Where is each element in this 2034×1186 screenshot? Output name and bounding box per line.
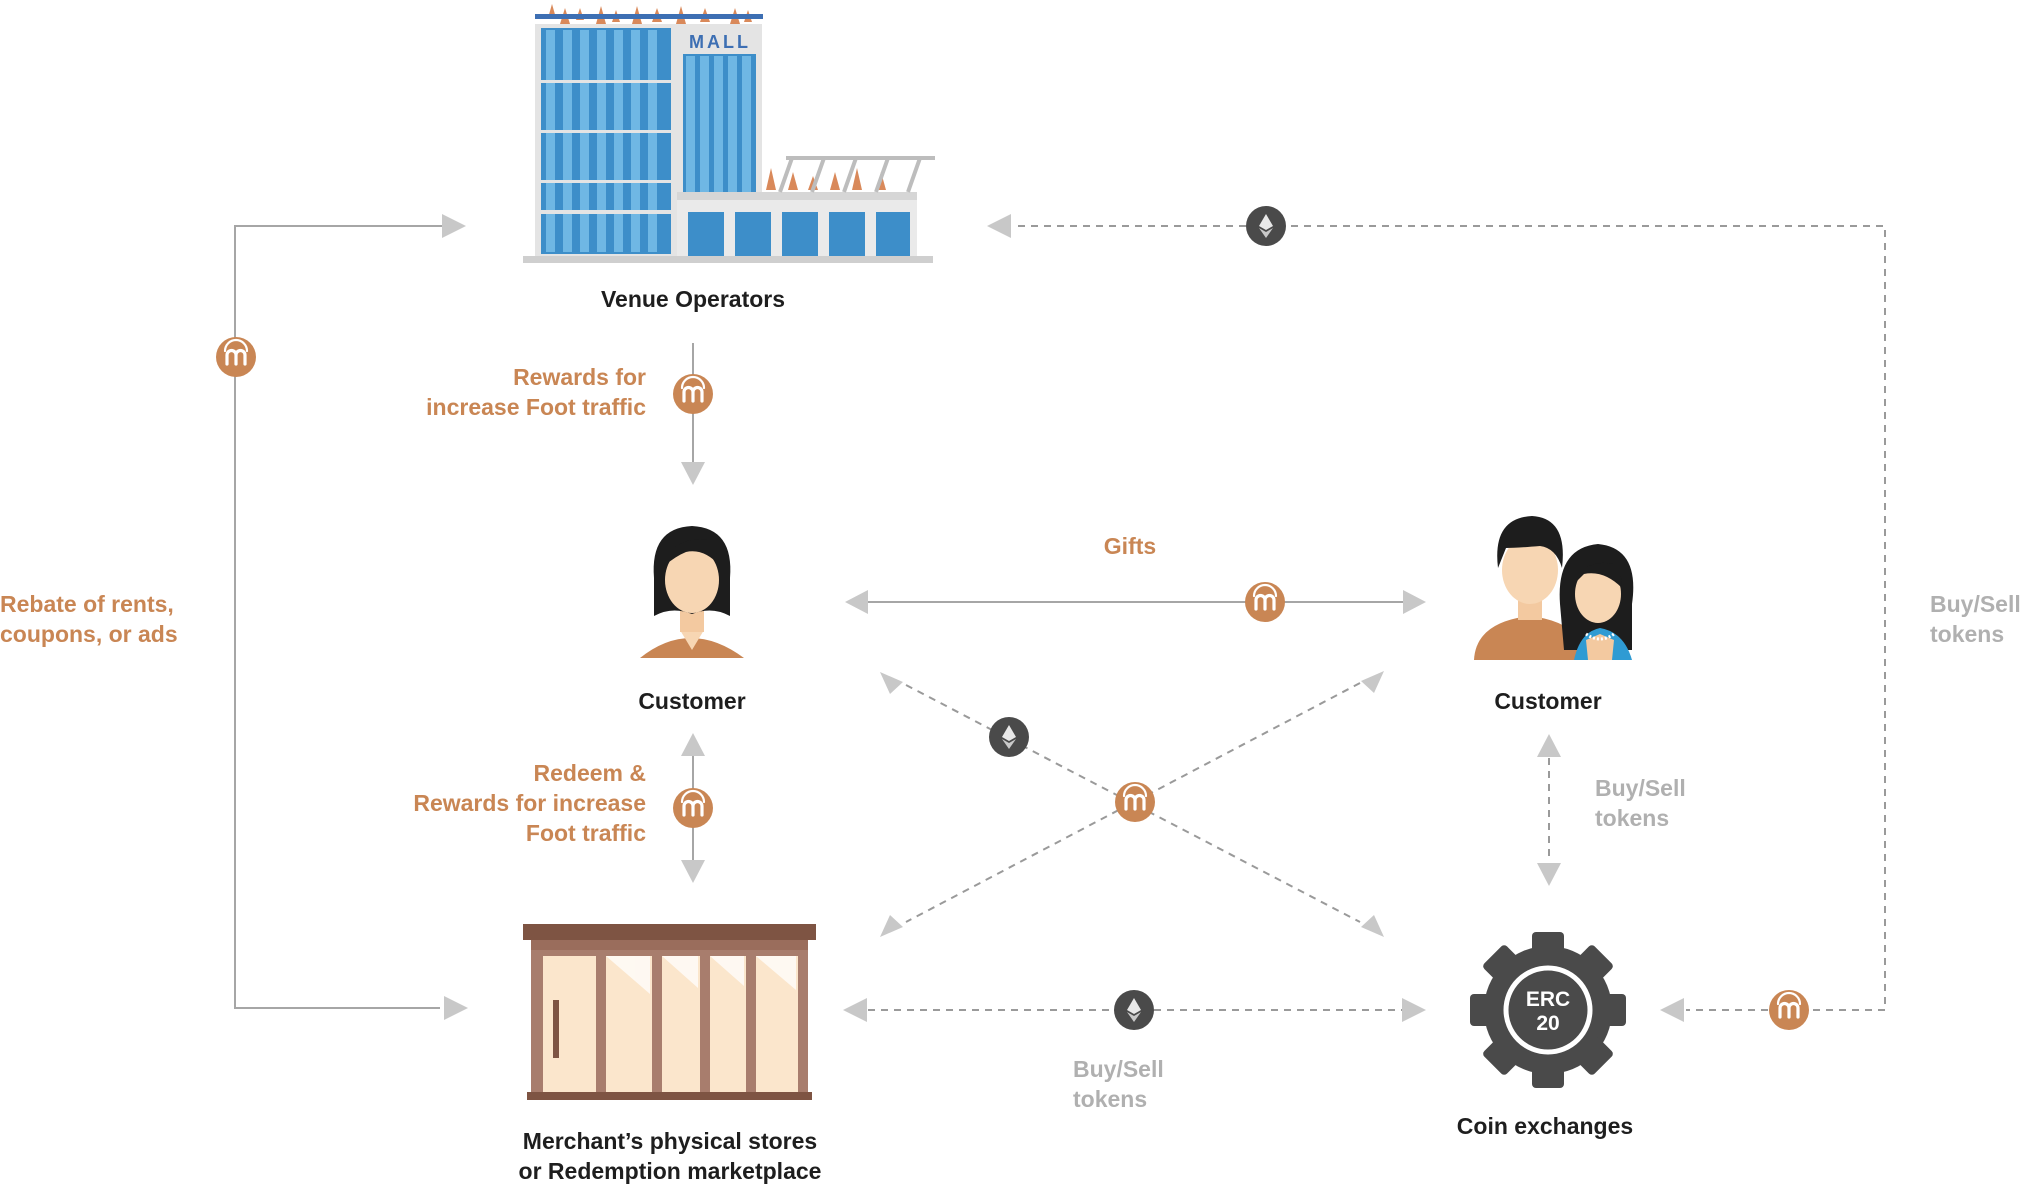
customer-couple-icon	[1474, 516, 1634, 660]
connectors	[234, 214, 1426, 1020]
mall-building-icon: MALL	[523, 4, 935, 263]
gifts-label: Gifts	[1103, 533, 1157, 559]
erc-label: ERC	[1526, 988, 1570, 1011]
mall-sign: MALL	[689, 32, 751, 52]
buy-sell-customer-label: Buy/Sell tokens	[1595, 775, 1686, 831]
customer-woman-icon	[640, 526, 744, 658]
m-token-icon	[1114, 781, 1156, 823]
redeem-rewards-label: Redeem & Rewards for increase Foot traff…	[413, 760, 646, 846]
m-token-icon	[215, 336, 257, 378]
dashed-arrowheads	[843, 214, 1684, 1022]
customer-left-label: Customer	[638, 688, 746, 714]
rewards-foot-traffic-label: Rewards for increase Foot traffic	[426, 364, 646, 420]
erc-number: 20	[1536, 1012, 1559, 1035]
buy-sell-right-label: Buy/Sell tokens	[1930, 591, 2021, 647]
erc20-gear-icon: ERC 20	[1470, 932, 1626, 1088]
rebate-label: Rebate of rents, coupons, or ads	[0, 591, 178, 647]
customer-right-label: Customer	[1494, 688, 1602, 714]
m-token-icon	[1244, 581, 1286, 623]
ethereum-icon	[989, 717, 1029, 757]
coin-exchanges-label: Coin exchanges	[1456, 1113, 1634, 1139]
venue-operators-label: Venue Operators	[600, 286, 786, 312]
merchant-label: Merchant’s physical stores or Redemption…	[518, 1128, 822, 1184]
buy-sell-bottom-label: Buy/Sell tokens	[1073, 1056, 1164, 1112]
ethereum-icon	[1246, 206, 1286, 246]
m-token-icon	[672, 787, 714, 829]
merchant-store-icon	[523, 924, 816, 1100]
dashed-connectors	[868, 225, 1886, 1011]
m-token-icon	[672, 373, 714, 415]
ethereum-icon	[1114, 990, 1154, 1030]
m-token-icon	[1768, 989, 1810, 1031]
